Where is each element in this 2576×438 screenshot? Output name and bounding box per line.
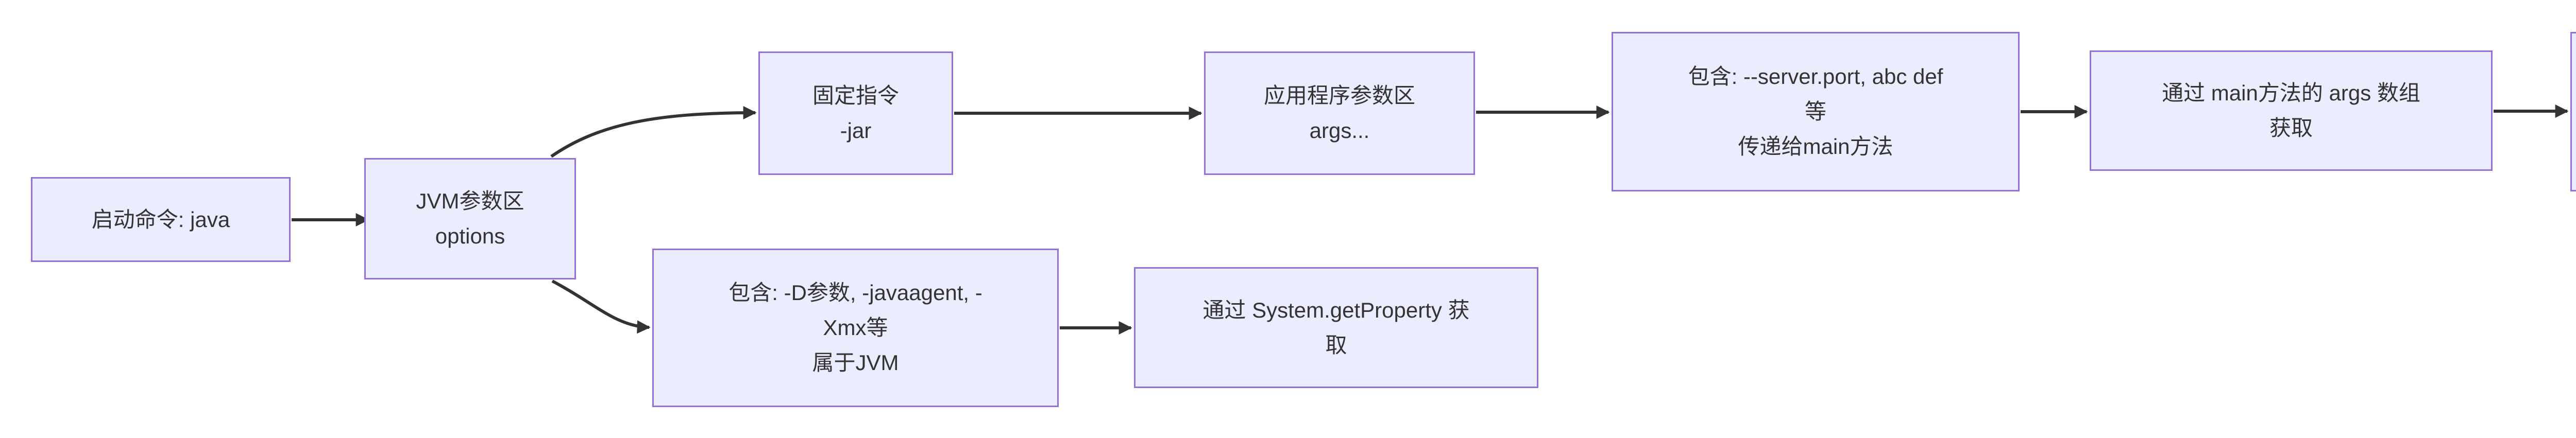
node-system-getproperty-access: 通过 System.getProperty 获 取	[1134, 267, 1538, 388]
edge-jvm-options-to-fixed-directive	[550, 106, 757, 158]
edge-jvm-options-to-jvm-contains	[551, 279, 651, 334]
node-main-args-access-label: 通过 main方法的 args 数组 获取	[2162, 81, 2420, 140]
node-jvm-options-area: JVM参数区 options	[364, 158, 576, 279]
node-system-getproperty-access-label: 通过 System.getProperty 获 取	[1202, 297, 1470, 357]
node-app-args-contents: 包含: --server.port, abc def 等 传递给main方法	[1612, 32, 2020, 191]
node-springboot-env-parse: Spring Boot 会 特殊解析 --开头的参数 并注入到 Environm…	[2570, 32, 2576, 191]
node-app-args-area-label: 应用程序参数区 args...	[1263, 83, 1415, 143]
node-fixed-directive-jar-label: 固定指令 -jar	[812, 83, 899, 143]
node-jvm-args-contents-label: 包含: -D参数, -javaagent, - Xmx等 属于JVM	[728, 281, 982, 375]
node-jvm-options-area-label: JVM参数区 options	[416, 189, 524, 248]
node-app-args-contents-label: 包含: --server.port, abc def 等 传递给main方法	[1688, 64, 1943, 159]
node-jvm-args-contents: 包含: -D参数, -javaagent, - Xmx等 属于JVM	[652, 249, 1059, 407]
node-start-command-label: 启动命令: java	[91, 207, 230, 232]
node-main-args-access: 通过 main方法的 args 数组 获取	[2090, 50, 2493, 171]
node-app-args-area: 应用程序参数区 args...	[1204, 51, 1475, 175]
node-start-command: 启动命令: java	[31, 177, 291, 262]
node-fixed-directive-jar: 固定指令 -jar	[758, 51, 953, 175]
